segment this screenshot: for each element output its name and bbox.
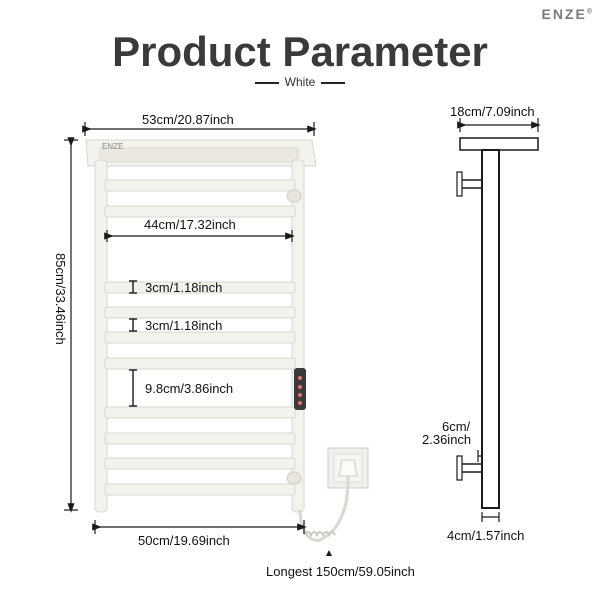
dim-gap-2 bbox=[129, 318, 137, 332]
brand-text: ENZE bbox=[541, 6, 587, 22]
dim-depth bbox=[457, 118, 541, 132]
control-panel bbox=[294, 368, 306, 410]
label-overall-width: 53cm/20.87inch bbox=[142, 112, 234, 127]
label-bar-thickness: 4cm/1.57inch bbox=[447, 528, 525, 543]
power-cord bbox=[298, 447, 369, 556]
dim-bottom-width bbox=[92, 520, 307, 534]
label-bottom-width: 50cm/19.69inch bbox=[138, 533, 230, 548]
rails bbox=[104, 179, 296, 496]
dim-wall-offset bbox=[477, 450, 482, 462]
top-shelf: ENZE bbox=[85, 139, 317, 167]
dim-height bbox=[64, 137, 78, 513]
color-subtitle: White bbox=[0, 75, 600, 89]
side-view bbox=[456, 137, 539, 509]
label-large-gap: 9.8cm/3.86inch bbox=[145, 381, 234, 396]
dim-bar-thickness bbox=[481, 512, 500, 522]
registered-mark: ® bbox=[586, 8, 592, 16]
label-rail-gap-2: 3cm/1.18inch bbox=[145, 318, 223, 333]
color-label: White bbox=[284, 75, 316, 89]
dim-large-gap bbox=[129, 369, 137, 407]
label-wall-offset-2: 2.36inch bbox=[422, 432, 472, 447]
label-cord-length: Longest 150cm/59.05inch bbox=[266, 564, 415, 579]
label-depth: 18cm/7.09inch bbox=[450, 104, 535, 119]
label-rail-gap-1: 3cm/1.18inch bbox=[145, 280, 223, 295]
label-inner-width: 44cm/17.32inch bbox=[144, 217, 236, 232]
svg-text:ENZE: ENZE bbox=[102, 142, 123, 151]
label-wall-offset-1: 6cm/ bbox=[442, 419, 471, 434]
dim-inner-width bbox=[104, 230, 295, 242]
dash-left bbox=[254, 81, 279, 84]
wall-brackets bbox=[286, 189, 302, 485]
dash-right bbox=[321, 81, 346, 84]
dim-overall-width bbox=[82, 122, 317, 136]
label-height: 85cm/33.46inch bbox=[53, 253, 68, 345]
brand-logo: ENZE® bbox=[541, 6, 592, 22]
dim-gap-1 bbox=[129, 280, 137, 294]
page-title: Product Parameter bbox=[112, 28, 488, 75]
